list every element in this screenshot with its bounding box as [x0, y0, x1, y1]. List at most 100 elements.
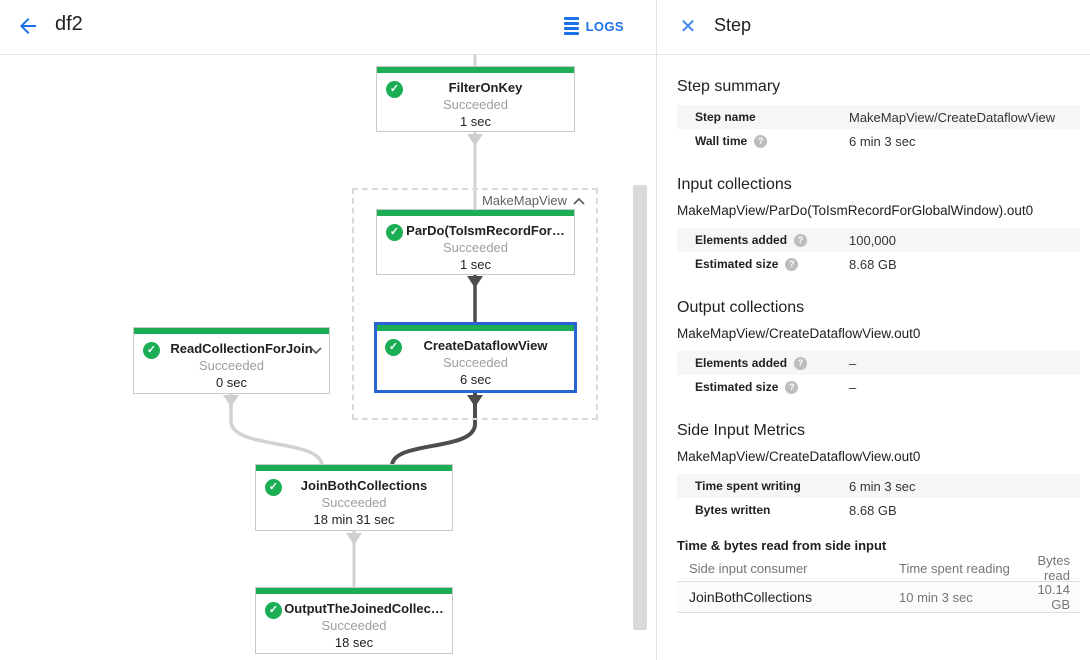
node-time: 1 sec	[459, 114, 492, 129]
makemapview-group-toggle[interactable]: MakeMapView	[479, 193, 587, 208]
estimated-size-row: Estimated size? –	[677, 375, 1080, 399]
success-check-icon: ✓	[386, 81, 403, 98]
node-title: CreateDataflowView	[423, 338, 548, 353]
consumer-cell: JoinBothCollections	[689, 589, 812, 605]
step-node-outputthejoinedcollection[interactable]: ✓ OutputTheJoinedCollec… Succeeded 18 se…	[255, 587, 453, 654]
col-side-input-consumer: Side input consumer	[689, 560, 808, 576]
input-collections-heading: Input collections	[677, 176, 792, 193]
help-icon[interactable]: ?	[785, 380, 799, 394]
success-check-icon: ✓	[143, 342, 160, 359]
estimated-size-row: Estimated size? 8.68 GB	[677, 252, 1080, 276]
elements-added-value: 100,000	[849, 232, 896, 248]
graph-edges	[223, 55, 483, 589]
input-collection-name: MakeMapView/ParDo(ToIsmRecordForGlobalWi…	[677, 203, 1034, 218]
app-header: df2 LOGS	[0, 0, 656, 55]
success-check-icon: ✓	[386, 224, 403, 241]
time-spent-writing-value: 6 min 3 sec	[849, 478, 916, 494]
step-details-panel: Step summary Step name MakeMapView/Creat…	[656, 55, 1090, 660]
step-node-filteronkey[interactable]: ✓ FilterOnKey Succeeded 1 sec	[376, 66, 575, 132]
bytes-written-row: Bytes written 8.68 GB	[677, 498, 1080, 522]
output-collections-heading: Output collections	[677, 299, 805, 316]
node-status: Succeeded	[198, 358, 265, 373]
help-icon[interactable]: ?	[794, 356, 808, 370]
node-status: Succeeded	[442, 97, 509, 112]
output-collection-name: MakeMapView/CreateDataflowView.out0	[677, 326, 921, 341]
step-summary-heading: Step summary	[677, 78, 781, 95]
step-node-readcollectionforjoin[interactable]: ✓ ReadCollectionForJoin Succeeded 0 sec	[133, 327, 330, 394]
node-status: Succeeded	[321, 618, 387, 633]
node-status-bar	[377, 67, 574, 73]
side-input-collection-name: MakeMapView/CreateDataflowView.out0	[677, 449, 921, 464]
node-title: OutputTheJoinedCollec…	[284, 601, 444, 616]
node-status: Succeeded	[442, 355, 509, 370]
table-row: JoinBothCollections 10 min 3 sec 10.14 G…	[677, 582, 1080, 613]
estimated-size-value: –	[849, 379, 857, 395]
wall-time-row: Wall time? 6 min 3 sec	[677, 129, 1080, 153]
node-title: FilterOnKey	[448, 80, 523, 95]
time-spent-writing-label: Time spent writing	[695, 479, 801, 493]
success-check-icon: ✓	[265, 479, 282, 496]
bytes-written-label: Bytes written	[695, 503, 771, 517]
side-input-metrics-heading: Side Input Metrics	[677, 422, 806, 439]
node-time: 0 sec	[215, 375, 248, 390]
node-title: JoinBothCollections	[300, 478, 428, 493]
step-name-row: Step name MakeMapView/CreateDataflowView	[677, 105, 1080, 129]
graph-scrollbar[interactable]	[633, 185, 647, 630]
node-time: 1 sec	[459, 257, 492, 272]
node-status-bar	[377, 325, 574, 331]
side-input-table-header: Side input consumer Time spent reading B…	[677, 553, 1080, 583]
bytes-read-cell: 10.14 GB	[1037, 582, 1070, 612]
chevron-up-icon	[573, 197, 585, 205]
step-node-createdataflowview-selected[interactable]: ✓ CreateDataflowView Succeeded 6 sec	[374, 322, 577, 393]
side-input-metrics-rows: Time spent writing 6 min 3 sec Bytes wri…	[677, 474, 1080, 522]
step-node-pardo-toismrecord[interactable]: ✓ ParDo(ToIsmRecordFor… Succeeded 1 sec	[376, 209, 575, 275]
node-status-bar	[377, 210, 574, 216]
help-icon[interactable]: ?	[794, 233, 808, 247]
elements-added-row: Elements added? –	[677, 351, 1080, 375]
node-status: Succeeded	[321, 495, 387, 510]
node-status-bar	[256, 465, 452, 471]
chevron-down-icon[interactable]	[310, 343, 322, 358]
help-icon[interactable]: ?	[754, 134, 768, 148]
step-panel-header: ✕ Step	[656, 0, 1090, 55]
time-reading-cell: 10 min 3 sec	[899, 589, 973, 605]
logs-list-icon	[563, 17, 579, 35]
job-title: df2	[55, 13, 83, 35]
node-status-bar	[134, 328, 329, 334]
help-icon[interactable]: ?	[785, 257, 799, 271]
close-icon[interactable]: ✕	[679, 16, 697, 38]
elements-added-value: –	[849, 355, 857, 371]
elements-added-row: Elements added? 100,000	[677, 228, 1080, 252]
step-name-label: Step name	[695, 110, 756, 124]
elements-added-label: Elements added	[695, 233, 788, 247]
node-title: ReadCollectionForJoin	[170, 341, 313, 356]
estimated-size-label: Estimated size	[695, 380, 779, 394]
bytes-written-value: 8.68 GB	[849, 502, 897, 518]
output-collections-rows: Elements added? – Estimated size? –	[677, 351, 1080, 399]
step-node-joinbothcollections[interactable]: ✓ JoinBothCollections Succeeded 18 min 3…	[255, 464, 453, 531]
makemapview-group: MakeMapView	[352, 188, 598, 420]
input-collections-rows: Elements added? 100,000 Estimated size? …	[677, 228, 1080, 276]
back-arrow-icon[interactable]	[16, 14, 42, 40]
group-label-text: MakeMapView	[481, 193, 567, 208]
panel-title: Step	[714, 15, 752, 35]
estimated-size-label: Estimated size	[695, 257, 779, 271]
col-bytes-read: Bytes read	[1037, 553, 1070, 583]
side-input-table-heading: Time & bytes read from side input	[677, 538, 887, 553]
side-input-table: Side input consumer Time spent reading B…	[677, 553, 1080, 613]
node-status-bar	[256, 588, 452, 594]
node-time: 18 sec	[334, 635, 374, 650]
wall-time-value: 6 min 3 sec	[849, 133, 916, 149]
node-time: 6 sec	[459, 372, 492, 387]
estimated-size-value: 8.68 GB	[849, 256, 897, 272]
node-title: ParDo(ToIsmRecordFor…	[406, 223, 565, 238]
wall-time-label: Wall time	[695, 134, 748, 148]
logs-button[interactable]: LOGS	[563, 17, 624, 35]
step-name-value: MakeMapView/CreateDataflowView	[849, 109, 1056, 125]
success-check-icon: ✓	[385, 339, 402, 356]
success-check-icon: ✓	[265, 602, 282, 619]
logs-button-label: LOGS	[585, 18, 624, 34]
node-time: 18 min 31 sec	[313, 512, 395, 527]
elements-added-label: Elements added	[695, 356, 788, 370]
node-status: Succeeded	[442, 240, 509, 255]
